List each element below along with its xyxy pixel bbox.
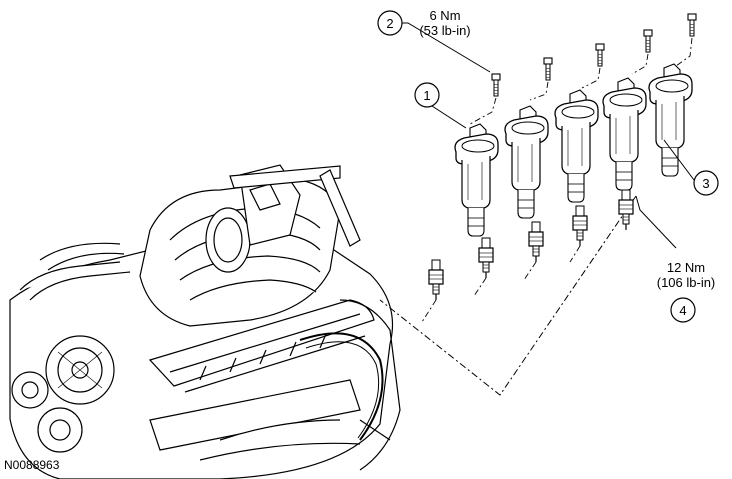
bolt-2 [543, 57, 553, 81]
engine-assembly [9, 164, 401, 479]
spark-plug-5 [618, 189, 634, 231]
callout-4-number: 4 [679, 303, 686, 318]
callout-4 [635, 195, 696, 323]
spark-plug-3 [528, 221, 544, 263]
callout-2-torque-nm: 6 Nm [429, 8, 461, 23]
callout-1 [414, 82, 467, 129]
callout-2-number: 2 [386, 16, 393, 31]
callout-1-number: 1 [423, 88, 430, 103]
leader-dashed-line [379, 195, 637, 396]
ignition-coil-1 [454, 123, 499, 237]
callout-2-torque: 6 Nm (53 lb-in) [410, 8, 480, 38]
figure-id: N0088963 [4, 458, 60, 472]
ignition-coil-5 [648, 63, 693, 177]
bolt-4 [643, 29, 653, 53]
spark-plug-2 [478, 237, 494, 279]
callout-3-number: 3 [702, 176, 709, 191]
callout-3 [663, 139, 719, 196]
spark-plug-4 [572, 205, 588, 247]
plug-leaders [421, 245, 581, 323]
callout-4-torque-nm: 12 Nm [666, 260, 706, 275]
ignition-coil-2 [504, 105, 549, 219]
ignition-coil-row [454, 63, 693, 237]
bolt-1 [491, 73, 501, 97]
ignition-coil-4 [602, 77, 647, 191]
bolt-leaders [469, 37, 693, 125]
bolt-3 [595, 43, 605, 67]
callout-2 [377, 10, 491, 73]
spark-plug-1 [428, 259, 444, 301]
ignition-coil-3 [554, 89, 599, 203]
bolt-5 [687, 13, 697, 37]
callout-4-torque: 12 Nm (106 lb-in) [644, 260, 728, 290]
callout-4-torque-lbin: (106 lb-in) [656, 275, 716, 290]
callout-2-torque-lbin: (53 lb-in) [419, 23, 471, 38]
